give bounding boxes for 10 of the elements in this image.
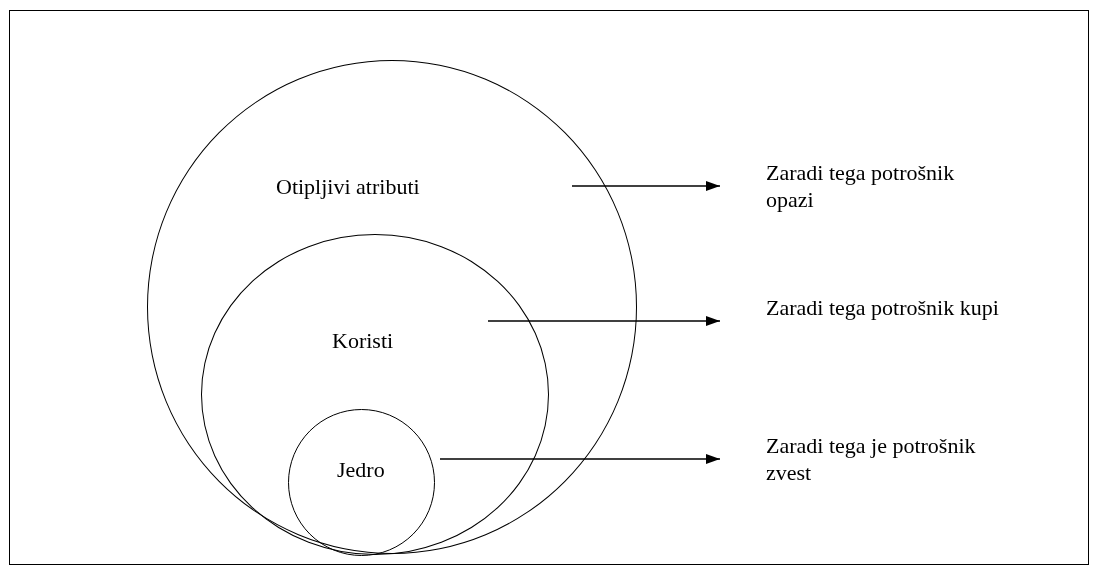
circle-label: Jedro: [337, 456, 385, 483]
annotation-text: Zaradi tega je potrošnik zvest: [766, 432, 1006, 486]
annotation-text: Zaradi tega potrošnik opazi: [766, 159, 1006, 213]
circle: [201, 234, 549, 555]
annotation-text: Zaradi tega potrošnik kupi: [766, 294, 1006, 321]
circle-label: Otipljivi atributi: [276, 173, 420, 200]
arrow: [439, 454, 721, 464]
circle-label: Koristi: [332, 327, 394, 354]
arrow: [571, 181, 721, 191]
arrow: [487, 316, 721, 326]
